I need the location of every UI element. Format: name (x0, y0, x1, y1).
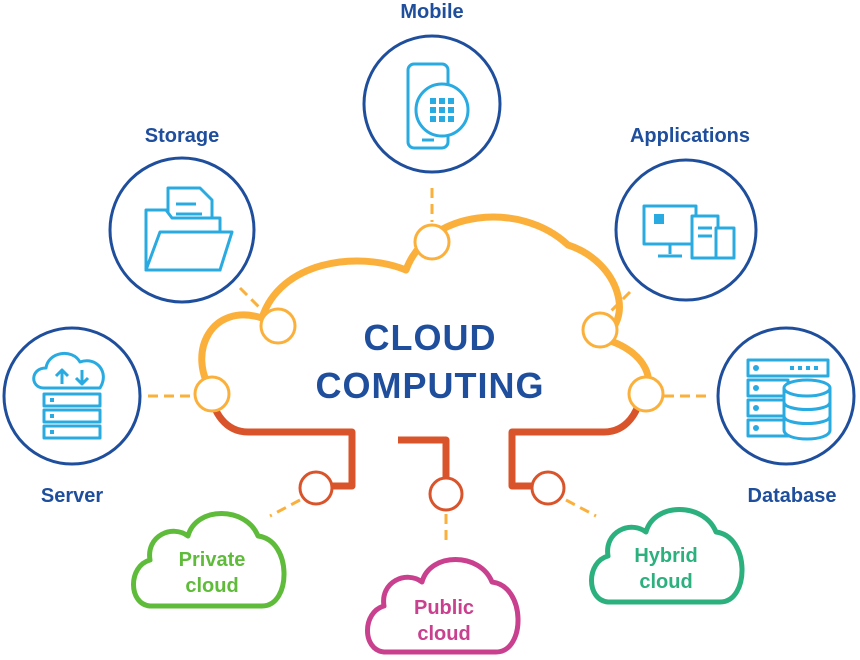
database-label: Database (748, 485, 837, 507)
private-cloud: Private cloud (131, 511, 287, 609)
orange-junctions (193, 223, 665, 413)
junction-private (298, 470, 334, 506)
junction-public (428, 476, 464, 512)
applications-ring (614, 158, 758, 302)
public-cloud: Public cloud (365, 557, 521, 655)
hybrid-cloud-line2: cloud (639, 571, 692, 593)
server-ring (2, 326, 142, 466)
hybrid-cloud-line1: Hybrid (634, 545, 697, 567)
connector-hybrid (565, 498, 597, 518)
junction-server (193, 375, 231, 413)
connector-applications (606, 290, 632, 316)
junction-storage (259, 307, 297, 345)
title-line2: COMPUTING (316, 365, 545, 406)
junction-hybrid (530, 470, 566, 506)
public-cloud-outline (365, 557, 521, 655)
node-database: Database (716, 326, 856, 507)
mobile-label: Mobile (400, 1, 463, 23)
smartphone-keypad-icon (406, 62, 470, 150)
hybrid-cloud-outline (589, 507, 745, 605)
private-cloud-line2: cloud (185, 575, 238, 597)
connectors (148, 188, 708, 540)
public-cloud-line2: cloud (417, 623, 470, 645)
red-junctions (298, 470, 566, 512)
junction-applications (581, 311, 619, 349)
private-cloud-outline (131, 511, 287, 609)
cloud-server-icon (32, 352, 105, 440)
title-line1: CLOUD (364, 317, 497, 358)
applications-label: Applications (630, 125, 750, 147)
circuit-left (208, 391, 356, 490)
folder-documents-icon (144, 186, 234, 272)
junction-database (627, 375, 665, 413)
hybrid-cloud: Hybrid cloud (589, 507, 745, 605)
junction-mobile (413, 223, 451, 261)
circuit-right (508, 391, 644, 490)
connector-private (269, 498, 301, 518)
connector-storage (238, 286, 264, 312)
node-applications: Applications (614, 125, 758, 302)
node-mobile: Mobile (362, 1, 502, 174)
devices-icon (642, 204, 736, 260)
storage-label: Storage (145, 125, 219, 147)
private-cloud-line1: Private (179, 549, 246, 571)
node-server: Server (2, 326, 142, 507)
database-icon (746, 358, 832, 441)
public-cloud-line1: Public (414, 597, 474, 619)
server-label: Server (41, 485, 103, 507)
circuit-center (398, 436, 450, 494)
node-storage: Storage (108, 125, 256, 304)
